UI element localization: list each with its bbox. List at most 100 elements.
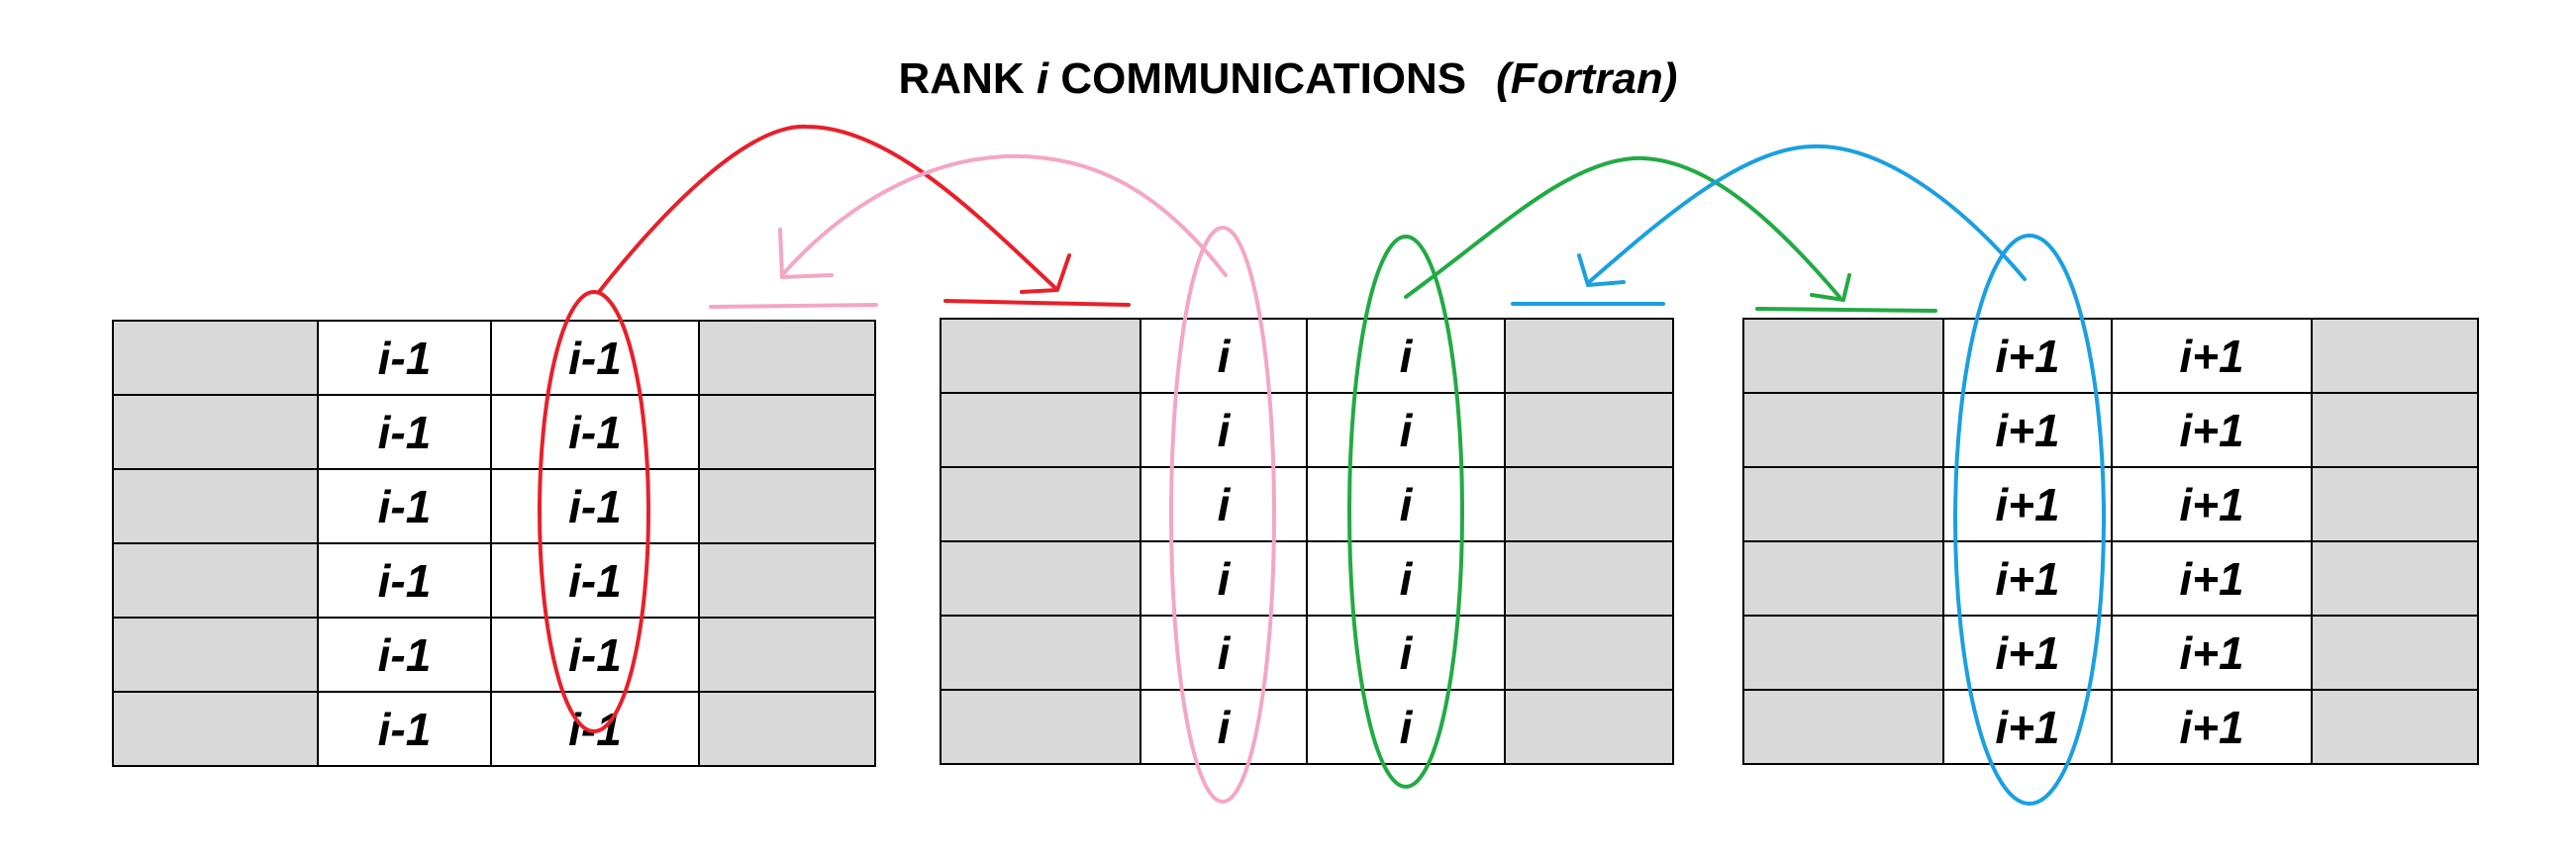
ghost-cell — [1504, 615, 1674, 691]
ghost-cell — [940, 466, 1141, 542]
ghost-cell — [1742, 392, 1944, 468]
ghost-cell — [940, 392, 1141, 468]
ghost-cell — [2311, 392, 2479, 468]
pink-underline — [709, 303, 878, 309]
ghost-cell — [112, 617, 319, 693]
title-prefix: RANK — [898, 54, 1025, 103]
red-arrowhead — [1020, 253, 1071, 294]
grid-cell: i — [1306, 318, 1506, 394]
grid-cell: i+1 — [2111, 540, 2313, 617]
title-suffix: COMMUNICATIONS — [1060, 54, 1467, 103]
red-underline — [943, 299, 1131, 307]
blue-send-ellipse — [1953, 234, 2106, 806]
ghost-cell — [112, 394, 319, 470]
ghost-cell — [698, 468, 876, 544]
ghost-cell — [940, 615, 1141, 691]
diagram-title: RANK i COMMUNICATIONS (Fortran) — [0, 54, 2576, 104]
ghost-cell — [698, 320, 876, 396]
grid-cell: i — [1306, 615, 1506, 691]
green-arrowhead — [1810, 273, 1851, 302]
ghost-cell — [112, 542, 319, 619]
ghost-cell — [940, 540, 1141, 617]
red-send-ellipse — [538, 290, 650, 733]
green-underline — [1755, 307, 1937, 313]
ghost-cell — [1504, 318, 1674, 394]
grid-cell: i-1 — [317, 617, 492, 693]
grid-cell: i-1 — [317, 691, 492, 767]
red-arrow — [597, 124, 1056, 294]
ghost-cell — [698, 542, 876, 619]
grid-cell: i+1 — [2111, 318, 2313, 394]
grid-cell: i-1 — [317, 320, 492, 396]
ghost-cell — [1504, 689, 1674, 765]
ghost-cell — [112, 691, 319, 767]
grid-cell: i+1 — [1942, 540, 2113, 617]
grid-cell: i-1 — [317, 394, 492, 470]
ghost-cell — [698, 617, 876, 693]
ghost-cell — [1742, 540, 1944, 617]
ghost-cell — [940, 318, 1141, 394]
grid-cell: i — [1139, 689, 1308, 765]
ghost-cell — [2311, 689, 2479, 765]
grid-cell: i-1 — [490, 468, 700, 544]
grid-cell: i-1 — [490, 320, 700, 396]
pink-send-ellipse — [1169, 226, 1276, 804]
grid-cell: i — [1139, 392, 1308, 468]
ghost-cell — [2311, 466, 2479, 542]
ghost-cell — [1504, 392, 1674, 468]
ghost-cell — [2311, 540, 2479, 617]
grid-cell: i+1 — [1942, 392, 2113, 468]
ghost-cell — [1742, 318, 1944, 394]
grid-cell: i-1 — [490, 542, 700, 619]
grid-cell: i+1 — [2111, 615, 2313, 691]
grid-cell: i+1 — [1942, 689, 2113, 765]
pink-arrowhead — [778, 228, 834, 279]
title-language: (Fortran) — [1496, 54, 1678, 103]
ghost-cell — [2311, 615, 2479, 691]
ghost-cell — [1742, 689, 1944, 765]
title-variable: i — [1036, 54, 1049, 103]
green-arrow — [1404, 155, 1841, 299]
ghost-cell — [698, 691, 876, 767]
ghost-cell — [698, 394, 876, 470]
ghost-cell — [2311, 318, 2479, 394]
grid-cell: i-1 — [490, 394, 700, 470]
ghost-cell — [1504, 540, 1674, 617]
grid-cell: i — [1306, 540, 1506, 617]
grid-cell: i-1 — [490, 617, 700, 693]
grid-cell: i — [1306, 466, 1506, 542]
ghost-cell — [112, 320, 319, 396]
grid-cell: i-1 — [317, 468, 492, 544]
grid-cell: i — [1306, 689, 1506, 765]
grid-cell: i — [1139, 615, 1308, 691]
grid-cell: i+1 — [2111, 466, 2313, 542]
ghost-cell — [940, 689, 1141, 765]
ghost-cell — [1504, 466, 1674, 542]
blue-arrow — [1587, 144, 2027, 284]
ghost-cell — [1742, 466, 1944, 542]
pink-arrow — [780, 153, 1228, 277]
grid-cell: i-1 — [490, 691, 700, 767]
grid-cell: i-1 — [317, 542, 492, 619]
ghost-cell — [1742, 615, 1944, 691]
grid-cell: i+1 — [1942, 466, 2113, 542]
ghost-cell — [112, 468, 319, 544]
